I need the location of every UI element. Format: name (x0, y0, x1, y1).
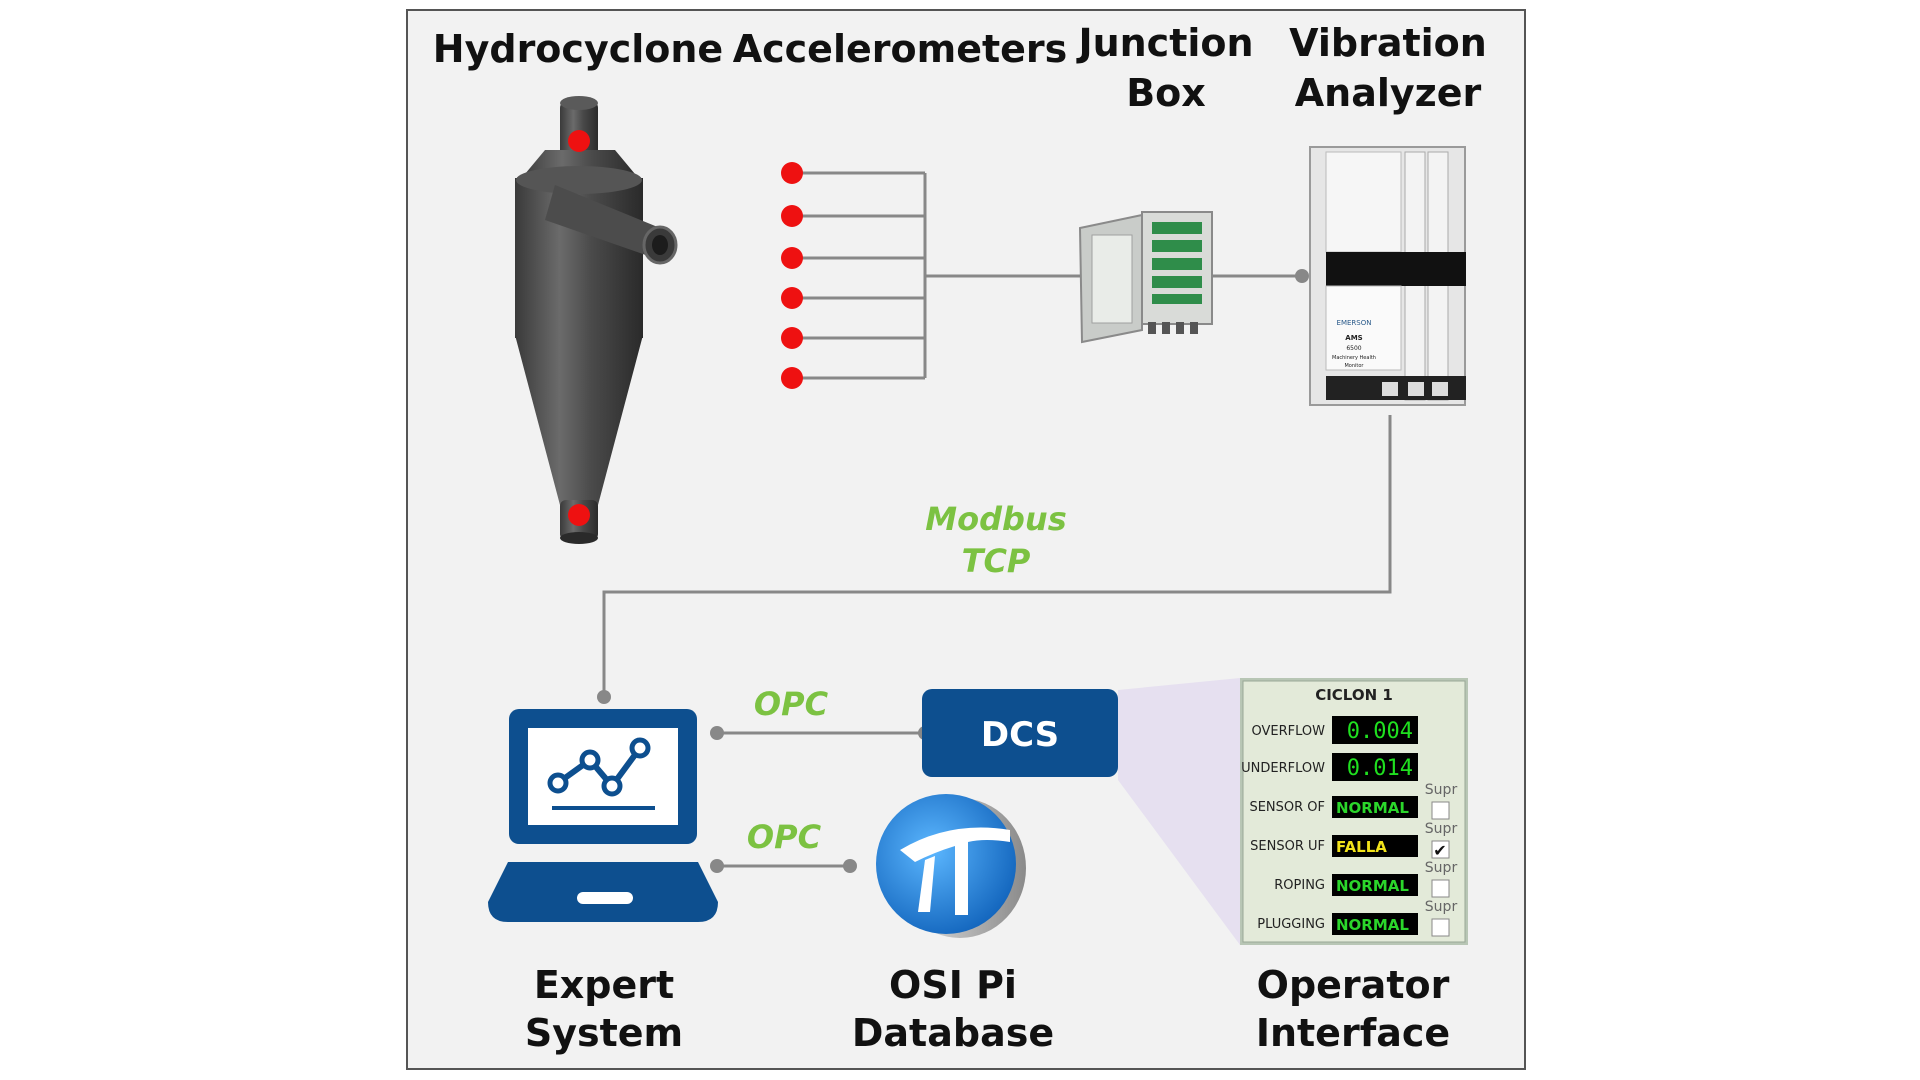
dcs-label: DCS (981, 715, 1059, 755)
modbus-tcp-link (602, 415, 1392, 695)
hmi-row-sensor-uf: Supr SENSOR UF FALLA ✔ (1250, 821, 1457, 860)
hmi-row-plugging: Supr PLUGGING NORMAL (1257, 899, 1458, 937)
modbus-label-line1: Modbus (925, 500, 1066, 538)
hmi-title: CICLON 1 (1315, 686, 1393, 704)
dcs-box (922, 689, 1118, 777)
hmi-row-supr-label: Supr (1425, 899, 1458, 915)
osi-pi-label-line2: Database (852, 1011, 1054, 1055)
hmi-row-check-icon: ✔ (1433, 841, 1446, 860)
hmi-row-label: PLUGGING (1257, 917, 1325, 932)
operator-interface-label-line1: Operator (1257, 963, 1450, 1007)
hmi-row-status: NORMAL (1336, 799, 1409, 817)
analyzer-input-node (1295, 269, 1309, 283)
hydrocyclone-sensor-top (568, 130, 590, 152)
analyzer-line2-text: Monitor (1344, 363, 1364, 369)
opc-dcs-label: OPC (754, 685, 829, 723)
opc-dcs-node-left (710, 726, 724, 740)
junction-box-label-line1: Junction (1075, 21, 1253, 65)
junction-box-image (1078, 211, 1213, 344)
hmi-overflow-label: OVERFLOW (1252, 724, 1326, 739)
hmi-callout-wedge (1118, 678, 1240, 945)
hmi-row-status: FALLA (1336, 838, 1387, 856)
hydrocyclone-label: Hydrocyclone (433, 27, 723, 71)
osi-pi-logo-icon (876, 794, 1026, 938)
accelerometer-sensor-4 (781, 287, 803, 309)
expert-system-label-line2: System (525, 1011, 683, 1055)
hydrocyclone-image (515, 96, 678, 544)
hmi-row-label: ROPING (1274, 878, 1325, 893)
analyzer-model-text: AMS (1345, 334, 1362, 342)
osi-pi-label-line1: OSI Pi (889, 963, 1017, 1007)
hmi-row-roping: Supr ROPING NORMAL (1274, 860, 1458, 898)
hmi-row-supr-label: Supr (1425, 821, 1458, 837)
hmi-row-suppress-checkbox[interactable] (1431, 840, 1450, 859)
opc-pi-label: OPC (747, 818, 822, 856)
hmi-underflow-label: UNDERFLOW (1241, 761, 1325, 776)
hydrocyclone-sensor-bottom (568, 504, 590, 526)
hmi-row-label: SENSOR UF (1250, 839, 1325, 854)
vibration-analyzer-label-line1: Vibration (1289, 21, 1487, 65)
operator-interface-label-line2: Interface (1256, 1011, 1450, 1055)
expert-system-input-node (597, 690, 611, 704)
accelerometer-bus (792, 171, 1080, 380)
vibration-analyzer-image (1309, 146, 1466, 406)
hmi-row-suppress-checkbox[interactable] (1431, 879, 1450, 898)
accelerometers-label: Accelerometers (733, 27, 1068, 71)
accelerometer-sensor-1 (781, 162, 803, 184)
hmi-row-supr-label: Supr (1425, 782, 1458, 798)
hmi-underflow-display (1332, 753, 1418, 781)
accelerometer-sensor-5 (781, 327, 803, 349)
accelerometer-sensor-6 (781, 367, 803, 389)
analyzer-brand-text: EMERSON (1337, 319, 1372, 327)
expert-system-label-line1: Expert (534, 963, 674, 1007)
hmi-row-status: NORMAL (1336, 877, 1409, 895)
hmi-row-label: SENSOR OF (1249, 800, 1325, 815)
hmi-row-suppress-checkbox[interactable] (1431, 918, 1450, 937)
hmi-underflow-value: 0.014 (1347, 756, 1413, 781)
modbus-label-line2: TCP (962, 542, 1031, 580)
analyzer-line1-text: Machinery Health (1332, 355, 1376, 361)
accelerometer-sensor-3 (781, 247, 803, 269)
hmi-row-suppress-checkbox[interactable] (1431, 801, 1450, 820)
hmi-row-supr-label: Supr (1425, 860, 1458, 876)
laptop-icon (488, 709, 718, 922)
junction-box-label-line2: Box (1126, 71, 1206, 115)
opc-pi-node-right (843, 859, 857, 873)
hmi-overflow-display (1332, 716, 1418, 744)
analyzer-series-text: 6500 (1346, 345, 1361, 352)
accelerometer-sensor-2 (781, 205, 803, 227)
hmi-row-status: NORMAL (1336, 916, 1409, 934)
hmi-row-sensor-of: Supr SENSOR OF NORMAL (1249, 782, 1458, 820)
vibration-analyzer-label-line2: Analyzer (1295, 71, 1482, 115)
opc-pi-node-left (710, 859, 724, 873)
hmi-overflow-value: 0.004 (1347, 719, 1413, 744)
